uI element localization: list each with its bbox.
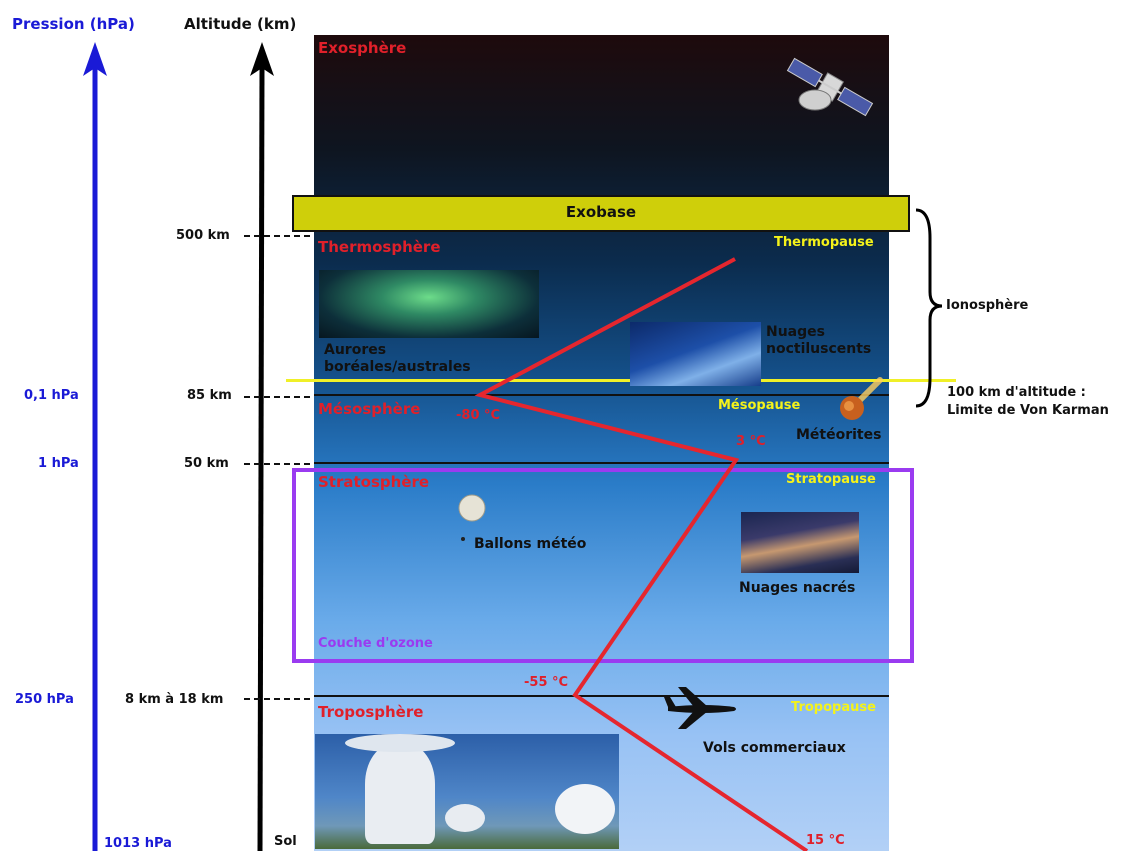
- altitude-axis-title: Altitude (km): [184, 15, 297, 33]
- tropopause-label: Tropopause: [791, 700, 876, 715]
- satellite-icon: [786, 57, 874, 117]
- ozone-label: Couche d'ozone: [318, 636, 433, 651]
- tropopause-line: [314, 695, 889, 697]
- dash-50: [244, 463, 310, 465]
- pressure-axis-title: Pression (hPa): [12, 15, 135, 33]
- mesopause-line: [314, 394, 889, 396]
- altitude-label-8-18: 8 km à 18 km: [125, 692, 224, 707]
- altitude-label-85: 85 km: [187, 388, 232, 403]
- karman-label-2: Limite de Von Karman: [947, 403, 1109, 418]
- temp-label-3: 3 °C: [736, 434, 766, 449]
- cloud-diagram-image: [315, 734, 619, 849]
- stratosphere-label: Stratosphère: [318, 473, 430, 491]
- aurora-label-2: boréales/australes: [324, 359, 471, 375]
- karman-line: [286, 379, 956, 382]
- altitude-label-50: 50 km: [184, 456, 229, 471]
- meteorite-icon: [840, 377, 883, 420]
- altitude-label-500: 500 km: [176, 228, 230, 243]
- aurora-label-1: Aurores: [324, 342, 387, 358]
- noctilucent-label-1: Nuages: [766, 324, 825, 340]
- airplane-icon: [664, 687, 736, 729]
- pressure-axis-arrow: [83, 42, 107, 851]
- noctilucent-label-2: noctiluscents: [766, 341, 872, 357]
- altitude-label-sol: Sol: [274, 834, 297, 849]
- pressure-label-1013: 1013 hPa: [104, 836, 172, 851]
- altitude-axis-arrow: [250, 42, 274, 851]
- exosphere-label: Exosphère: [318, 39, 407, 57]
- mesosphere-label: Mésosphère: [318, 400, 421, 418]
- mesopause-label: Mésopause: [718, 398, 801, 413]
- weather-balloon-icon: [458, 494, 486, 541]
- pressure-label-250: 250 hPa: [15, 692, 74, 707]
- temp-label-15: 15 °C: [806, 833, 845, 848]
- temp-label-minus55: -55 °C: [524, 675, 569, 690]
- aurora-image: [319, 270, 539, 338]
- stratopause-label: Stratopause: [786, 472, 876, 487]
- temp-label-minus80: -80 °C: [456, 408, 501, 423]
- nacreous-label: Nuages nacrés: [739, 580, 856, 596]
- karman-label-1: 100 km d'altitude :: [947, 385, 1086, 400]
- stratopause-line: [314, 462, 889, 464]
- exobase-band: [292, 195, 910, 232]
- ionosphere-brace: [915, 208, 943, 408]
- troposphere-label: Troposphère: [318, 703, 424, 721]
- vols-label: Vols commerciaux: [703, 740, 846, 756]
- nacreous-clouds-image: [741, 512, 859, 573]
- pressure-label-1: 1 hPa: [38, 456, 79, 471]
- thermosphere-label: Thermosphère: [318, 238, 441, 256]
- meteorites-label: Météorites: [796, 427, 882, 443]
- pressure-label-01: 0,1 hPa: [24, 388, 79, 403]
- dash-8-18: [244, 698, 310, 700]
- ionosphere-label: Ionosphère: [946, 298, 1029, 313]
- noctilucent-clouds-image: [630, 322, 761, 386]
- thermopause-label: Thermopause: [774, 235, 874, 250]
- dash-500: [244, 235, 310, 237]
- ballons-label: Ballons météo: [474, 536, 587, 552]
- exobase-label: Exobase: [565, 203, 637, 221]
- dash-85: [244, 396, 310, 398]
- ozone-layer-box: [292, 468, 914, 663]
